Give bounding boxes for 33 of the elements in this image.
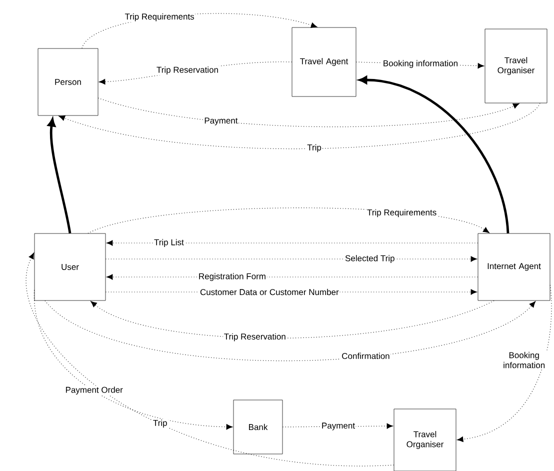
edge-label: Registration Form — [198, 272, 267, 282]
process-box: User — [34, 233, 106, 301]
edge-label: Payment — [320, 422, 356, 432]
process-box: Internet Agent — [478, 233, 550, 301]
edge-label: Trip — [306, 143, 322, 153]
edge-label: Payment — [203, 116, 239, 126]
process-box: Travel Organiser — [394, 408, 456, 471]
edge-label: Confirmation — [340, 352, 391, 360]
edge-label: Trip Requirements — [124, 12, 196, 22]
edge-label: Trip Reservation — [156, 66, 220, 76]
process-box: Bank — [233, 400, 283, 454]
process-box: Travel Organiser — [484, 28, 548, 104]
arrow — [58, 102, 540, 150]
edge-label: Trip — [152, 418, 168, 428]
process-box: Travel Agent — [292, 27, 356, 97]
edge-label: Booking information — [382, 59, 459, 69]
edge-label: Trip List — [153, 238, 185, 248]
arrow — [358, 76, 510, 234]
edge-label: Trip Reservation — [223, 332, 287, 342]
edge-label: Trip Requirements — [366, 208, 438, 218]
arrow — [98, 98, 520, 128]
edge-label: Booking information — [495, 351, 553, 369]
process-box: Person — [38, 48, 98, 116]
arrow — [44, 300, 536, 362]
arrow — [48, 118, 72, 234]
arrow — [106, 240, 478, 246]
arrow — [26, 252, 394, 466]
arrow — [90, 300, 494, 338]
edge-label: Payment Order — [64, 386, 124, 396]
edge-label: Selected Trip — [344, 254, 396, 264]
edge-label: Customer Data or Customer Number — [199, 288, 340, 296]
arrow — [456, 284, 552, 442]
arrow — [34, 290, 233, 430]
